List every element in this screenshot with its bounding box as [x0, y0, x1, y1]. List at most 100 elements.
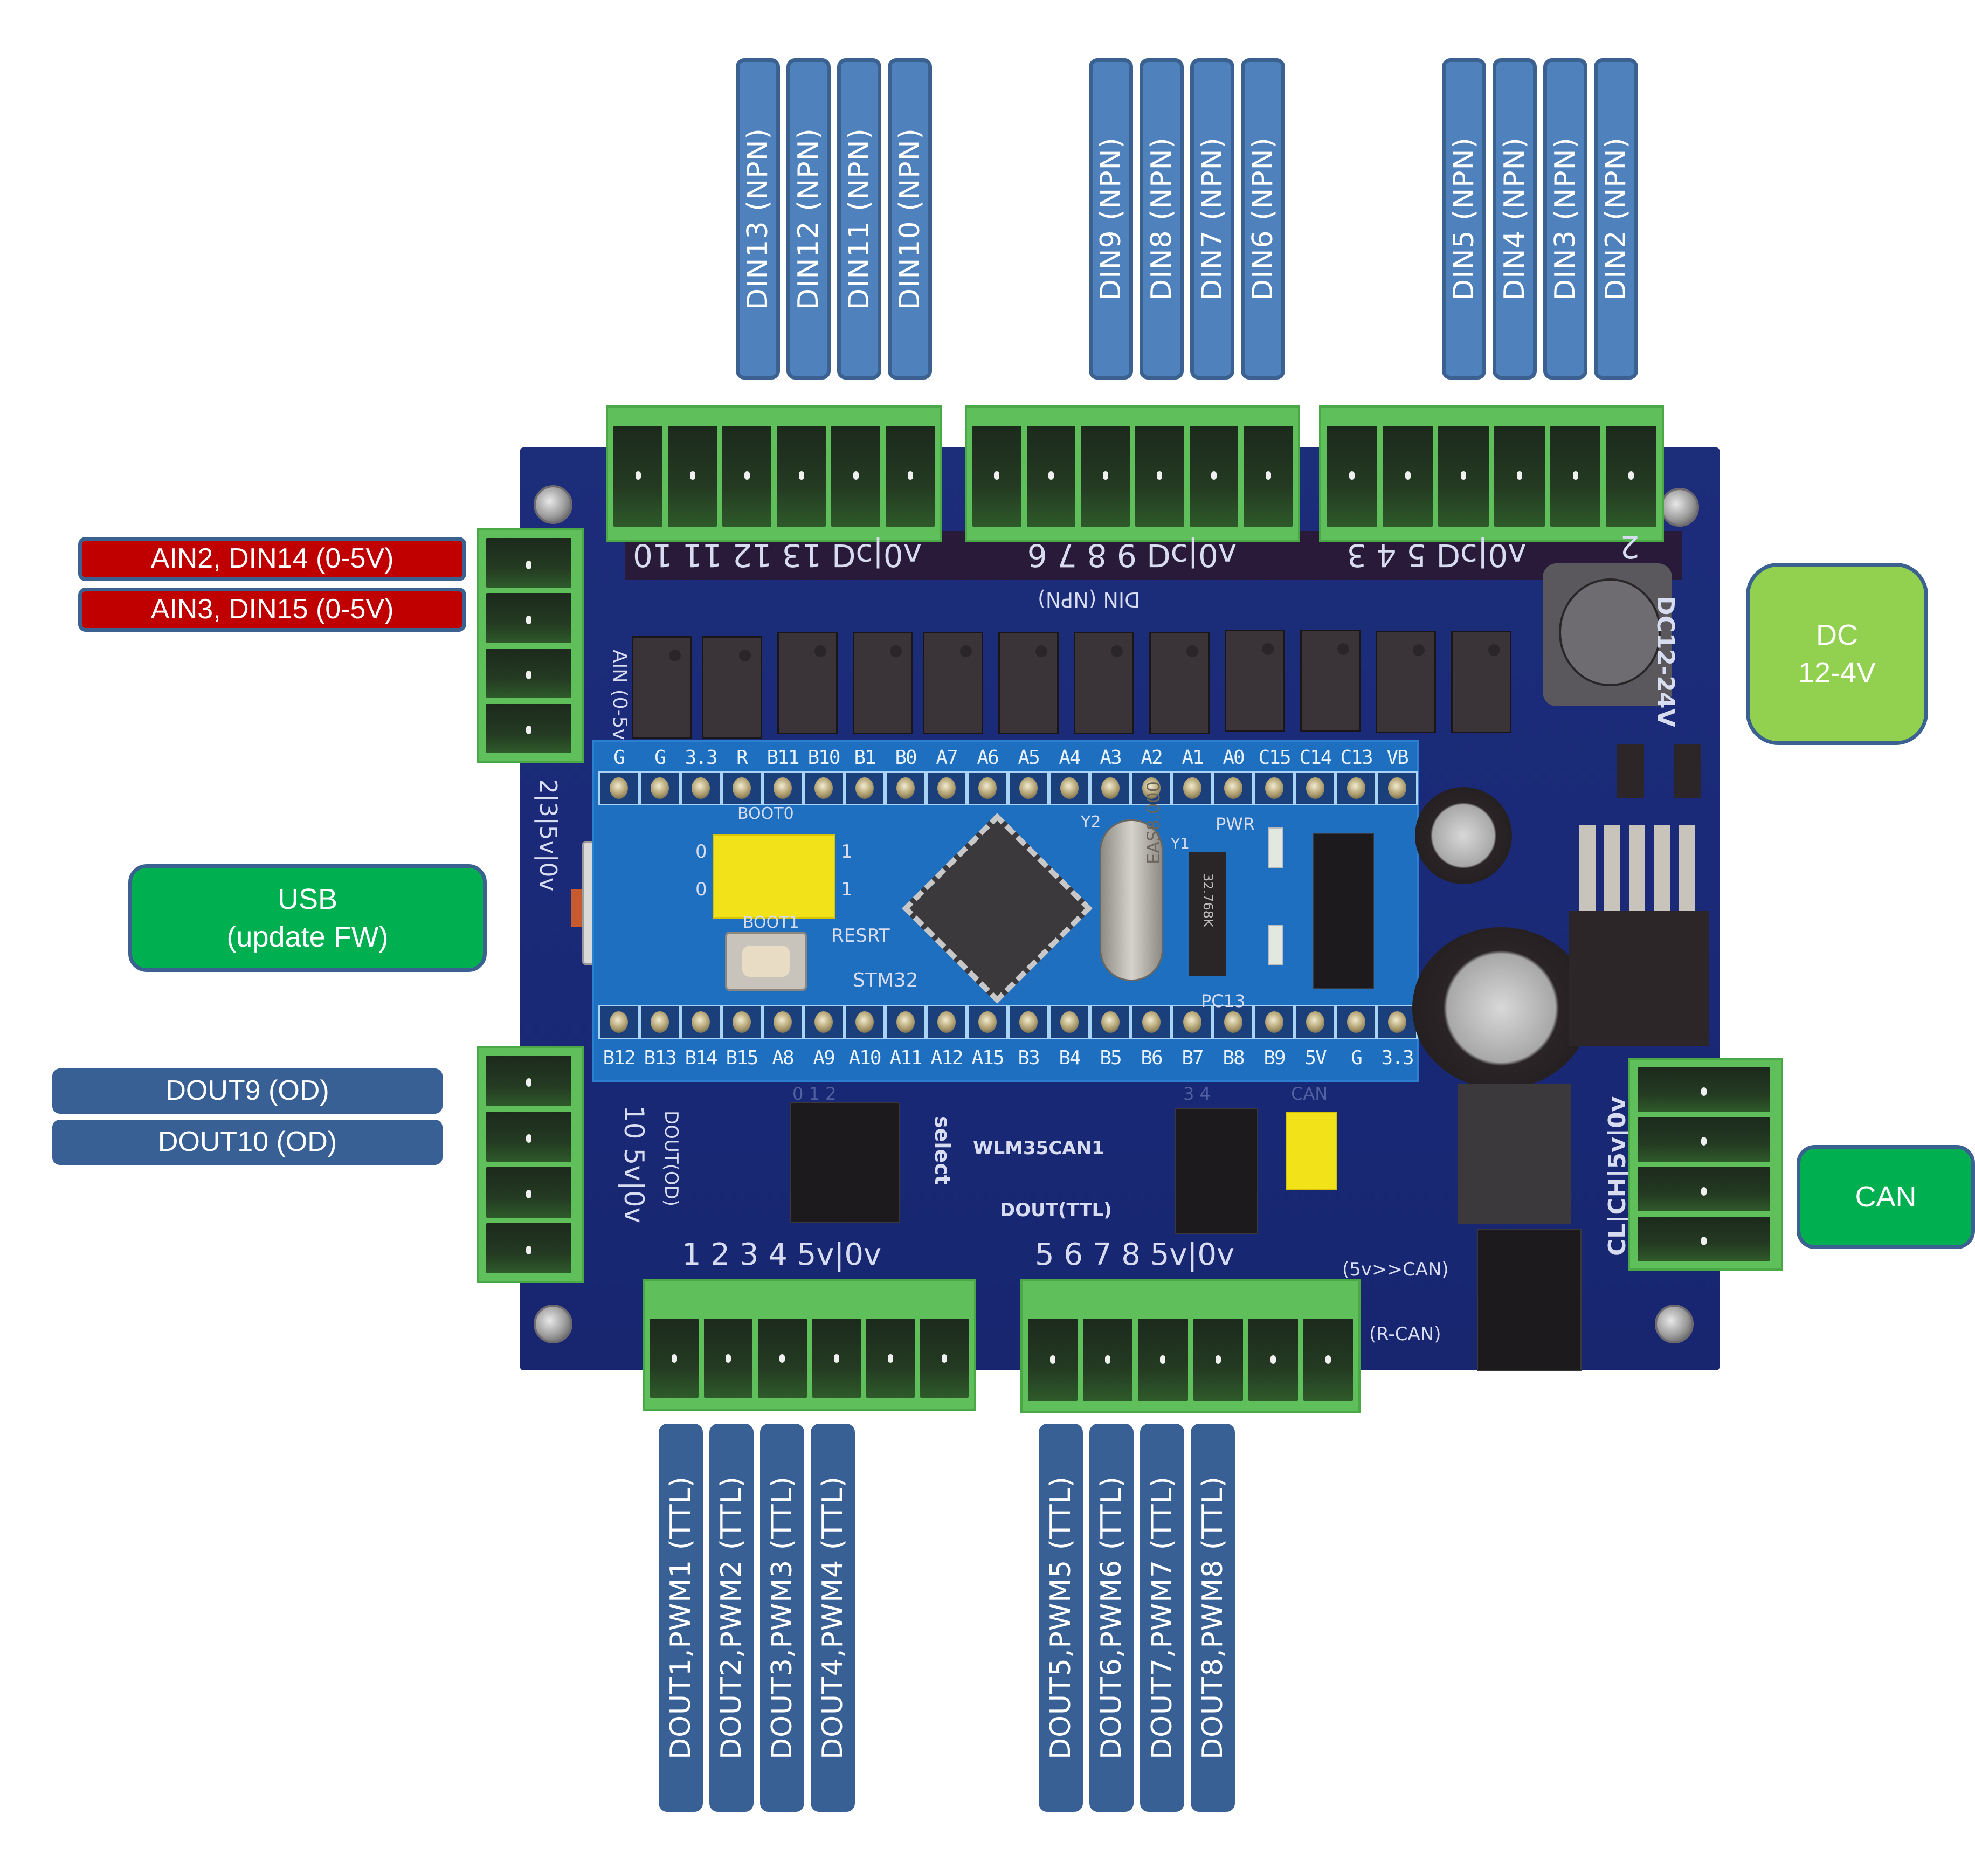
header-pin: [1295, 771, 1336, 805]
regulator-pins: [1579, 825, 1698, 911]
dout6-pwm6-label-text: DOUT6,PWM6 (TTL): [1095, 1476, 1128, 1760]
header-pin: [639, 771, 680, 805]
bottom-pin-label: B7: [1182, 1047, 1204, 1069]
bottom-pin-label: A9: [813, 1047, 835, 1069]
top-pin-label: A4: [1059, 747, 1081, 769]
terminal-block-ain: [477, 528, 584, 763]
terminal-screw: [668, 426, 717, 527]
dout2-pwm2-label: DOUT2,PWM2 (TTL): [709, 1424, 754, 1812]
silk-pc13: PC13: [1201, 991, 1246, 1011]
bottom-pin-label: 5V: [1304, 1047, 1327, 1069]
header-pin: [1008, 771, 1049, 805]
silk-dout-ttl: DOUT(TTL): [1000, 1199, 1112, 1221]
top-pin-label: A7: [936, 747, 958, 769]
reset-button[interactable]: [725, 932, 807, 991]
header-pin: [1213, 1005, 1254, 1039]
terminal-screw: [1550, 426, 1601, 527]
top-pin-label: C14: [1299, 747, 1332, 769]
mounting-hole-bottom-left: [534, 1305, 572, 1343]
silk-din-npn: DIN (NPN): [1038, 588, 1141, 611]
silk-can-5v: (5v>>CAN): [1342, 1259, 1449, 1280]
usb-label: USB (update FW): [128, 864, 487, 972]
terminal-screw: [1327, 426, 1377, 527]
silk-reset: RESRT: [831, 925, 890, 947]
optocoupler: [1074, 632, 1134, 734]
dout8-pwm8-label: DOUT8,PWM8 (TTL): [1191, 1424, 1235, 1812]
terminal-screw: [758, 1319, 807, 1398]
top-pin-label: A1: [1182, 747, 1204, 769]
can-transceiver: [1458, 1084, 1571, 1224]
header-pin: [967, 1005, 1008, 1039]
terminal-screw: [831, 426, 880, 527]
top-pin-label: A2: [1141, 747, 1163, 769]
ain3-din15-label-text: AIN3, DIN15 (0-5V): [150, 594, 394, 625]
terminal-block-din5-2: [1319, 405, 1664, 542]
top-pin-label: B1: [854, 747, 876, 769]
top-pin-label: VB: [1386, 747, 1408, 769]
header-pin: [885, 771, 926, 805]
din3-label-text: DIN3 (NPN): [1549, 137, 1582, 301]
terminal-screw: [1303, 1319, 1354, 1401]
bottom-pin-label: A12: [930, 1047, 963, 1069]
terminal-screw: [1248, 1319, 1298, 1401]
dout4-pwm4-label-text: DOUT4,PWM4 (TTL): [817, 1476, 850, 1760]
terminal-block-dout1-4: [643, 1279, 976, 1411]
dout6-pwm6-label: DOUT6,PWM6 (TTL): [1089, 1424, 1134, 1812]
select-header-right[interactable]: [1175, 1108, 1258, 1234]
header-pin: [1090, 1005, 1131, 1039]
bottom-pin-label: 3.3: [1381, 1047, 1414, 1069]
can-label: CAN: [1797, 1145, 1975, 1249]
dout1-pwm1-label-text: DOUT1,PWM1 (TTL): [665, 1476, 698, 1760]
terminal-screw: [1138, 1319, 1188, 1401]
header-pin: [721, 771, 762, 805]
bottom-pin-label: A8: [772, 1047, 794, 1069]
smd-diode: [1674, 744, 1701, 798]
usb-label-line1: USB: [277, 882, 338, 915]
silk-top-group2: ʌ0|ɔᗡ 9 8 7 6: [1027, 537, 1237, 574]
top-pin-label: B0: [895, 747, 917, 769]
pc13-led: [1268, 925, 1283, 965]
boot-jumper[interactable]: [713, 834, 835, 919]
bottom-pin-label: B9: [1263, 1047, 1286, 1069]
dout5-pwm5-label-text: DOUT5,PWM5 (TTL): [1045, 1476, 1078, 1760]
terminal-screw: [1028, 1319, 1078, 1401]
din4-label: DIN4 (NPN): [1493, 58, 1537, 380]
usb-label-line2: (update FW): [226, 921, 389, 953]
can-jumper[interactable]: [1286, 1112, 1337, 1190]
terminal-block-dout5-8: [1020, 1279, 1361, 1413]
silk-can-pins: CL|CH|5v|0v: [1604, 1096, 1631, 1256]
header-pin: [967, 771, 1008, 805]
din6-label: DIN6 (NPN): [1241, 58, 1285, 380]
silk-jumper-nums-left: 0 1 2: [792, 1084, 837, 1104]
din10-label-text: DIN10 (NPN): [894, 128, 927, 310]
dout9-od-label-text: DOUT9 (OD): [165, 1075, 329, 1107]
din6-label-text: DIN6 (NPN): [1247, 137, 1279, 301]
silk-boot-1a: 1: [841, 841, 853, 863]
terminal-screw: [920, 1319, 969, 1398]
reset-button-cap: [742, 946, 790, 977]
silk-bottom-group2: 5 6 7 8 5v|0v: [1035, 1237, 1235, 1272]
inductor-core: [1559, 578, 1661, 686]
voltage-regulator: [1569, 911, 1709, 1046]
silk-top-din2: 2: [1620, 528, 1640, 565]
mounting-hole-top-left: [534, 485, 572, 524]
select-header-left[interactable]: [790, 1102, 900, 1223]
terminal-screw: [1438, 426, 1489, 527]
header-pin: [1213, 771, 1254, 805]
terminal-screw: [1606, 426, 1657, 527]
header-pin: [1295, 1005, 1336, 1039]
header-pin: [598, 771, 639, 805]
terminal-screw: [704, 1319, 753, 1398]
din7-label: DIN7 (NPN): [1190, 58, 1234, 380]
dout10-od-label: DOUT10 (OD): [52, 1120, 443, 1165]
optocoupler: [777, 632, 838, 734]
din12-label: DIN12 (NPN): [786, 58, 831, 380]
header-pin: [639, 1005, 680, 1039]
silk-boot-0a: 0: [695, 841, 707, 863]
silk-ain-pins: 2|3|5v|0v: [534, 779, 562, 892]
terminal-screw: [866, 1319, 915, 1398]
header-pin: [844, 1005, 885, 1039]
bottom-pin-label: A10: [848, 1047, 881, 1069]
bottom-pin-label: B3: [1018, 1047, 1040, 1069]
din5-label-text: DIN5 (NPN): [1448, 137, 1480, 301]
